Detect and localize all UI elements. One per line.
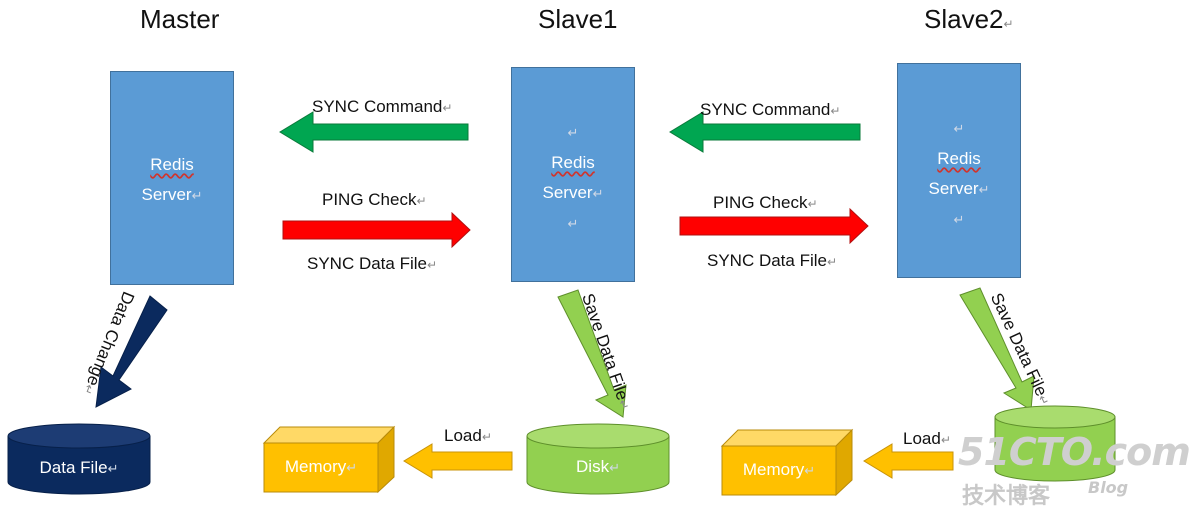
- slave2-redis-server: ↵ Redis Server↵ ↵: [897, 63, 1021, 278]
- diagram-shapes: [7, 111, 1116, 497]
- server-label-line1: Redis: [150, 155, 194, 174]
- server-label-line2: Server: [542, 183, 593, 202]
- ping-check-label-2: PING Check↵: [713, 193, 818, 212]
- load-arrow-1: [403, 443, 513, 479]
- sync-data-file-label-1: SYNC Data File↵: [307, 254, 438, 273]
- server-label-line2: Server: [928, 179, 979, 198]
- ping-check-label-1: PING Check↵: [322, 190, 427, 209]
- data-file-label: Data File↵: [39, 458, 119, 477]
- data-change-arrow: [95, 295, 168, 408]
- load-label-2: Load↵: [903, 429, 951, 448]
- watermark-logo: 51CTO.com: [958, 430, 1190, 474]
- save-data-arrow-2: [959, 287, 1035, 411]
- watermark-blog: Blog: [1088, 478, 1129, 497]
- memory-cube-1: [262, 425, 396, 494]
- slave2-disk-cylinder: [994, 405, 1116, 482]
- disk-cylinder: [526, 423, 670, 495]
- master-redis-server: Redis Server↵: [110, 71, 234, 285]
- save-data-arrow-1: [557, 289, 627, 418]
- server-label-line1: Redis: [551, 153, 595, 172]
- memory-label-2: Memory↵: [742, 460, 816, 479]
- data-file-cylinder: [7, 423, 151, 495]
- ping-arrow-2: [679, 207, 869, 245]
- slave1-title: Slave1: [538, 4, 618, 34]
- sync-command-arrow-1: [279, 111, 469, 153]
- memory-label-1: Memory↵: [284, 457, 358, 476]
- slave1-redis-server: ↵ Redis Server↵ ↵: [511, 67, 635, 282]
- disk-label: Disk↵: [576, 457, 620, 476]
- load-label-1: Load↵: [444, 426, 492, 445]
- sync-command-label-1: SYNC Command↵: [312, 97, 453, 116]
- watermark-subtitle: 技术博客: [962, 484, 1051, 509]
- sync-data-file-label-2: SYNC Data File↵: [707, 251, 838, 270]
- memory-cube-2: [720, 428, 854, 497]
- sync-command-label-2: SYNC Command↵: [700, 100, 841, 119]
- ping-arrow-1: [282, 211, 471, 249]
- master-title: Master: [140, 4, 220, 34]
- load-arrow-2: [863, 443, 954, 479]
- server-label-line1: Redis: [937, 149, 981, 168]
- server-label-line2: Server: [141, 185, 192, 204]
- slave2-title: Slave2↵: [924, 4, 1014, 34]
- sync-command-arrow-2: [669, 111, 861, 153]
